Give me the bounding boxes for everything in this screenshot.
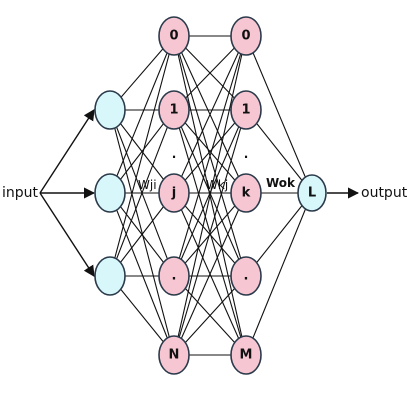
hidden1-node-0-circle — [158, 16, 190, 56]
connection-edges — [109, 35, 313, 356]
hidden2-node-0: 0 — [230, 16, 262, 56]
hidden2-node-label-0: 0 — [241, 29, 250, 44]
hidden1-node-3: . — [158, 256, 190, 296]
weight-label-wkj: Wkj — [206, 178, 228, 192]
input-node-2-circle — [94, 256, 126, 296]
hidden2-node-3: . — [230, 256, 262, 296]
edge-hidden2-4-output — [245, 192, 313, 356]
input-arrow-2 — [39, 192, 95, 277]
edge-hidden1-3-hidden2-2 — [173, 192, 247, 277]
hidden2-node-3-circle — [230, 256, 262, 296]
hidden2-ellipsis: . — [244, 147, 249, 161]
hidden2-node-0-circle — [230, 16, 262, 56]
output-label: output — [361, 185, 408, 201]
edge-input-1-hidden1-4 — [109, 192, 175, 356]
input-arrow-0 — [39, 109, 95, 194]
hidden2-node-label-4: M — [240, 348, 253, 363]
hidden2-node-label-1: 1 — [241, 103, 250, 118]
hidden2-node-4-circle — [230, 335, 262, 375]
hidden2-node-2-circle — [230, 173, 262, 213]
edge-input-2-hidden1-0 — [109, 35, 175, 277]
io-arrows — [39, 109, 360, 277]
hidden1-node-1-circle — [158, 90, 190, 130]
hidden1-node-0: 0 — [158, 16, 190, 56]
hidden1-node-3-circle — [158, 256, 190, 296]
hidden1-node-4-circle — [158, 335, 190, 375]
neuron-nodes: 0 1 j. N 0 1 k. M L — [94, 16, 327, 375]
edge-hidden1-4-hidden2-1 — [173, 109, 247, 356]
hidden1-node-2: j — [158, 173, 190, 213]
edge-hidden1-3-hidden2-0 — [173, 35, 247, 277]
hidden1-node-label-4: N — [169, 348, 180, 363]
input-node-1-circle — [94, 173, 126, 213]
edge-hidden1-2-hidden2-0 — [173, 35, 247, 194]
edge-input-1-hidden1-0 — [109, 35, 175, 194]
input-node-0 — [94, 90, 126, 130]
hidden1-node-2-circle — [158, 173, 190, 213]
hidden2-node-1-circle — [230, 90, 262, 130]
hidden2-node-label-3: . — [244, 269, 249, 284]
edge-hidden1-2-hidden2-1 — [173, 109, 247, 194]
hidden2-node-4: M — [230, 335, 262, 375]
hidden1-node-1: 1 — [158, 90, 190, 130]
weight-label-wji: Wji — [138, 178, 157, 192]
hidden1-node-label-2: j — [171, 186, 176, 201]
edge-hidden1-4-hidden2-0 — [173, 35, 247, 356]
input-node-1 — [94, 173, 126, 213]
output-node-label: L — [308, 186, 316, 201]
hidden1-node-label-1: 1 — [169, 103, 178, 118]
weight-label-wok: Wok — [266, 176, 296, 190]
hidden1-node-4: N — [158, 335, 190, 375]
input-node-0-circle — [94, 90, 126, 130]
hidden2-node-1: 1 — [230, 90, 262, 130]
output-node-circle — [297, 174, 327, 212]
hidden2-node-label-2: k — [242, 186, 251, 201]
edge-hidden1-4-hidden2-3 — [173, 275, 247, 356]
hidden2-node-2: k — [230, 173, 262, 213]
edge-hidden1-4-hidden2-2 — [173, 192, 247, 356]
hidden1-ellipsis: . — [172, 147, 177, 161]
edge-hidden2-0-output — [245, 35, 313, 194]
output-node: L — [297, 174, 327, 212]
input-node-2 — [94, 256, 126, 296]
hidden1-node-label-0: 0 — [169, 29, 178, 44]
hidden1-node-label-3: . — [172, 269, 177, 284]
diagram-labels: input output Wji Wkj Wok . . — [2, 147, 408, 201]
edge-input-2-hidden1-1 — [109, 109, 175, 277]
input-label: input — [2, 185, 39, 201]
edge-hidden1-3-hidden2-1 — [173, 109, 247, 277]
edge-input-0-hidden1-4 — [109, 109, 175, 356]
